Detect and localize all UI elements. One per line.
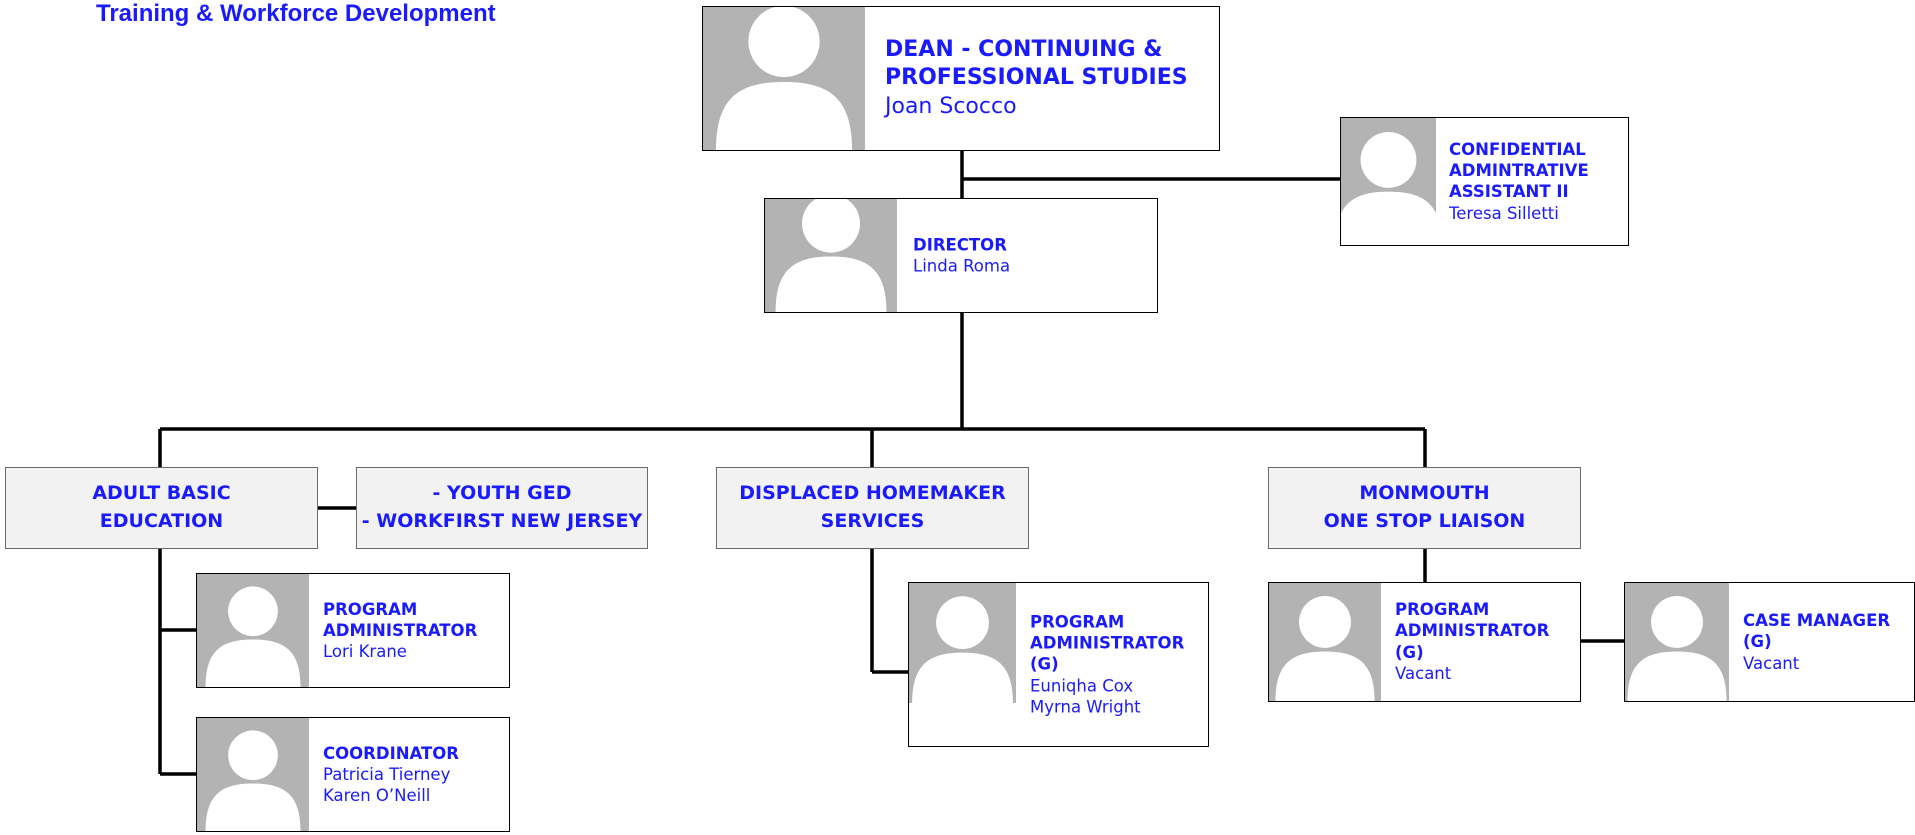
page-title: Training & Workforce Development xyxy=(96,0,496,27)
dean-role: DEAN - CONTINUING & PROFESSIONAL STUDIES xyxy=(885,36,1188,91)
person-silhouette-icon xyxy=(1341,118,1436,245)
os-program-admin-card: PROGRAM ADMINISTRATOR (G) Vacant xyxy=(1268,582,1581,702)
abe-coordinator-role: COORDINATOR xyxy=(323,743,459,763)
director-role: DIRECTOR xyxy=(913,235,1007,255)
dh-program-admin-name: Euniqha Cox Myrna Wright xyxy=(1030,676,1141,717)
person-silhouette-icon xyxy=(1625,583,1729,701)
person-silhouette-icon xyxy=(197,574,309,687)
abe-program-admin-name: Lori Krane xyxy=(323,642,407,662)
dean-card: DEAN - CONTINUING & PROFESSIONAL STUDIES… xyxy=(702,6,1220,151)
dean-name: Joan Scocco xyxy=(885,93,1017,119)
unit-youth-workfirst: - YOUTH GED - WORKFIRST NEW JERSEY xyxy=(356,467,648,549)
abe-program-admin-card: PROGRAM ADMINISTRATOR Lori Krane xyxy=(196,573,510,688)
person-silhouette-icon xyxy=(703,7,865,150)
os-case-manager-name: Vacant xyxy=(1743,653,1800,673)
os-program-admin-name: Vacant xyxy=(1395,664,1452,684)
dh-program-admin-card: PROGRAM ADMINISTRATOR (G) Euniqha Cox My… xyxy=(908,582,1209,747)
person-silhouette-icon xyxy=(909,583,1016,703)
os-case-manager-role: CASE MANAGER (G) xyxy=(1743,610,1891,652)
unit-one-stop-liaison: MONMOUTH ONE STOP LIAISON xyxy=(1268,467,1581,549)
os-case-manager-card: CASE MANAGER (G) Vacant xyxy=(1624,582,1915,702)
director-name: Linda Roma xyxy=(913,256,1011,276)
abe-coordinator-card: COORDINATOR Patricia Tierney Karen O’Nei… xyxy=(196,717,510,832)
assistant-role: CONFIDENTIAL ADMINTRATIVE ASSISTANT II xyxy=(1449,139,1589,202)
os-program-admin-role: PROGRAM ADMINISTRATOR (G) xyxy=(1395,600,1550,662)
director-card: DIRECTOR Linda Roma xyxy=(764,198,1158,313)
dh-program-admin-role: PROGRAM ADMINISTRATOR (G) xyxy=(1030,611,1185,674)
assistant-name: Teresa Silletti xyxy=(1449,203,1559,223)
assistant-card: CONFIDENTIAL ADMINTRATIVE ASSISTANT II T… xyxy=(1340,117,1629,246)
person-silhouette-icon xyxy=(1269,583,1381,701)
unit-displaced-homemaker: DISPLACED HOMEMAKER SERVICES xyxy=(716,467,1029,549)
unit-adult-basic-education: ADULT BASIC EDUCATION xyxy=(5,467,318,549)
person-silhouette-icon xyxy=(765,199,897,312)
abe-coordinator-name: Patricia Tierney Karen O’Neill xyxy=(323,764,451,806)
abe-program-admin-role: PROGRAM ADMINISTRATOR xyxy=(323,599,478,640)
person-silhouette-icon xyxy=(197,718,309,831)
